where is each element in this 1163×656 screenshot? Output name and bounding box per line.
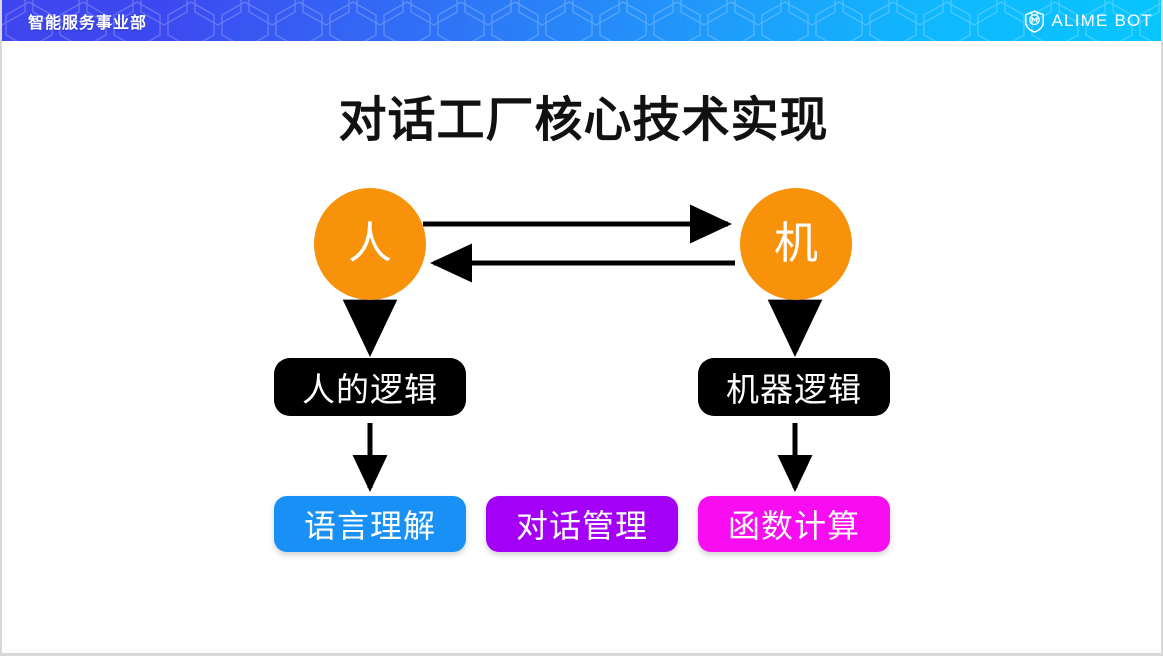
node-dialog-management[interactable]: 对话管理 [486,496,678,552]
node-function-compute[interactable]: 函数计算 [698,496,890,552]
slide-header-bar: 智能服务事业部 ALIME BOT [2,0,1161,41]
brand-name: ALIME BOT [1051,11,1153,30]
node-machine-logic[interactable]: 机器逻辑 [698,358,890,416]
node-language-understanding[interactable]: 语言理解 [274,496,466,552]
brand-logo: ALIME BOT [1024,9,1154,33]
shield-m-logo-icon [1024,9,1044,33]
node-human-logic[interactable]: 人的逻辑 [274,358,466,416]
hexagon-pattern-decoration [2,0,1161,41]
node-human-circle[interactable]: 人 [314,188,426,300]
department-title: 智能服务事业部 [28,15,148,32]
page-title: 对话工厂核心技术实现 [338,94,829,147]
node-machine-circle[interactable]: 机 [740,188,852,300]
